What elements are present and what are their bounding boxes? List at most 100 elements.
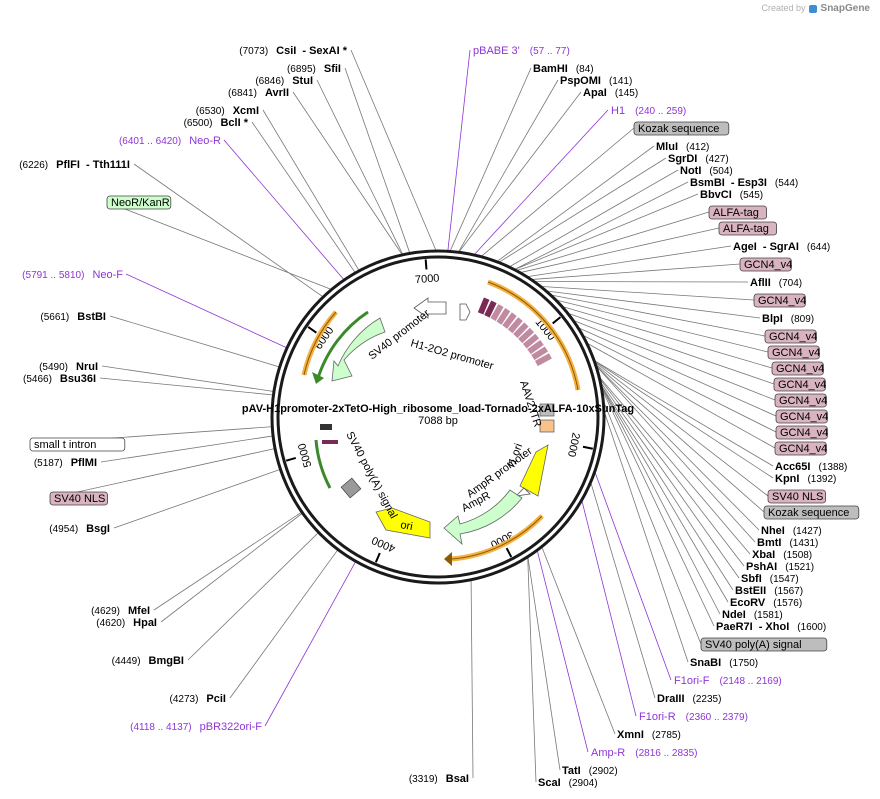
primer-label[interactable]: (6401 .. 6420)Neo-R [119,135,221,147]
feature-box-label[interactable]: GCN4_v4 [774,393,827,408]
feature-orange-arc-left [301,310,338,376]
enzyme-site-label[interactable]: PspOMI(141) [560,75,632,87]
enzyme-site-label[interactable]: (4449)BmgBI [112,655,184,667]
enzyme-site-label[interactable]: TatI(2902) [562,765,618,777]
enzyme-site-label[interactable]: AflII(704) [750,277,802,289]
leader-line [569,313,775,385]
enzyme-site-label[interactable]: (5490)NruI [39,361,98,373]
enzyme-site-label[interactable]: PaeR7I- XhoI(1600) [716,621,826,633]
label-sv40-polya: SV40 poly(A) signal [343,430,399,521]
leader-line [99,377,273,396]
enzyme-site-label[interactable]: (4620)HpaI [96,617,157,629]
leader-line [600,378,751,555]
feature-box-label[interactable]: GCN4_v4 [771,361,824,376]
enzyme-site-label[interactable]: BbvCI(545) [700,189,763,201]
enzyme-site-label[interactable]: BmtI(1431) [757,537,818,549]
enzyme-site-label[interactable]: EcoRV(1576) [730,597,802,609]
enzyme-site-label[interactable]: NotI(504) [680,165,733,177]
enzyme-site-label[interactable]: (7073)CsiI- SexAI * [239,45,347,57]
primer-label[interactable]: H1(240 .. 259) [611,105,686,117]
tick-label: 4000 [370,534,397,555]
enzyme-site-label[interactable]: ApaI(145) [583,87,638,99]
enzyme-site-label[interactable]: (4273)PciI [170,693,226,705]
leader-line [601,383,740,579]
enzyme-site-label[interactable]: KpnI(1392) [775,473,836,485]
svg-text:NeoR/KanR: NeoR/KanR [111,197,170,209]
feature-box-label[interactable]: GCN4_v4 [753,293,806,308]
enzyme-site-label[interactable]: BlpI(809) [762,313,814,325]
enzyme-site-label[interactable]: BstEII(1567) [735,585,803,597]
primer-label[interactable]: Amp-R(2816 .. 2835) [591,747,698,759]
enzyme-site-label[interactable]: (6846)StuI [255,75,313,87]
feature-box-label[interactable]: GCN4_v4 [773,377,826,392]
feature-orange-arc-right [487,279,581,391]
leader-line [574,320,776,401]
leader-line [251,121,356,273]
enzyme-site-label[interactable]: (3319)BsaI [409,773,469,785]
enzyme-site-label[interactable]: BsmBI- Esp3I(544) [690,177,798,189]
feature-box-label[interactable]: SV40 poly(A) signal [700,637,828,652]
enzyme-site-label[interactable]: NheI(1427) [761,525,822,537]
primer-label[interactable]: pBABE 3'(57 .. 77) [473,45,570,57]
enzyme-site-label[interactable]: (6841)AvrII [228,87,289,99]
feature-box-label[interactable]: GCN4_v4 [775,425,828,440]
leader-line [536,551,589,753]
leader-line [459,91,582,252]
tag-bar [531,346,549,361]
feature-box-label[interactable]: GCN4_v4 [775,409,828,424]
enzyme-site-label[interactable]: SnaBI(1750) [690,657,758,669]
tag-bar [502,312,517,329]
feature-box-label[interactable]: Kozak sequence [633,121,730,136]
leader-line [223,139,344,280]
enzyme-site-label[interactable]: ScaI(2904) [538,777,598,789]
feature-box-label[interactable]: ALFA-tag [718,221,777,236]
enzyme-site-label[interactable]: XbaI(1508) [752,549,812,561]
feature-box-label[interactable]: GCN4_v4 [774,441,827,456]
plasmid-length: 7088 bp [418,415,458,427]
enzyme-site-label[interactable]: AgeI- SgrAI(644) [733,241,830,253]
enzyme-site-label[interactable]: (5661)BstBI [40,311,106,323]
feature-box-label[interactable]: GCN4_v4 [764,329,817,344]
primer-label[interactable]: (4118 .. 4137)pBR322ori-F [130,721,262,733]
enzyme-site-label[interactable]: NdeI(1581) [722,609,783,621]
feature-box-label[interactable]: small t intron [29,437,126,452]
enzyme-site-label[interactable]: XmnI(2785) [617,729,681,741]
primer-label[interactable]: F1ori-F(2148 .. 2169) [674,675,782,687]
feature-box-label[interactable]: SV40 NLS [49,491,108,506]
enzyme-site-label[interactable]: MluI(412) [656,141,709,153]
primer-label[interactable]: F1ori-R(2360 .. 2379) [639,711,748,723]
feature-box-label[interactable]: GCN4_v4 [767,345,820,360]
enzyme-site-label[interactable]: (6530)XcmI [196,105,259,117]
ori-arrow [375,507,431,539]
enzyme-site-label[interactable]: PshAI(1521) [746,561,814,573]
leader-line [106,201,331,290]
leader-line [557,299,769,353]
leader-line [602,387,729,603]
enzyme-site-label[interactable]: Acc65I(1388) [775,461,847,473]
feature-box-label[interactable]: NeoR/KanR [106,195,172,210]
enzyme-site-label[interactable]: (6500)BclI * [184,117,249,129]
enzyme-site-label[interactable]: (6226)PflFI- Tth111I [19,159,130,171]
leader-line [604,403,702,645]
leader-line [595,362,769,497]
leader-line [447,49,471,251]
enzyme-site-label[interactable]: SbfI(1547) [741,573,799,585]
enzyme-site-label[interactable]: DraIII(2235) [657,693,721,705]
svg-text:ALFA-tag: ALFA-tag [723,223,769,235]
primer-label[interactable]: (5791 .. 5810)Neo-F [22,269,123,281]
feature-box-label[interactable]: GCN4_v4 [739,257,792,272]
feature-box-label[interactable]: SV40 NLS [767,489,826,504]
enzyme-site-label[interactable]: (4954)BsgI [49,523,110,535]
leader-line [595,361,774,479]
enzyme-site-label[interactable]: BamHI(84) [533,63,594,75]
enzyme-site-label[interactable]: SgrDI(427) [668,153,729,165]
enzyme-site-label[interactable]: (5187)PflMI [34,457,97,469]
enzyme-site-label[interactable]: (6895)SfiI [287,63,341,75]
feature-box-label[interactable]: Kozak sequence [763,505,860,520]
leader-line [602,391,715,627]
tick-mark [582,445,593,450]
enzyme-site-label[interactable]: (4629)MfeI [91,605,150,617]
feature-box-label[interactable]: ALFA-tag [708,205,767,220]
svg-text:GCN4_v4: GCN4_v4 [778,379,826,391]
enzyme-site-label[interactable]: (5466)Bsu36I [23,373,96,385]
